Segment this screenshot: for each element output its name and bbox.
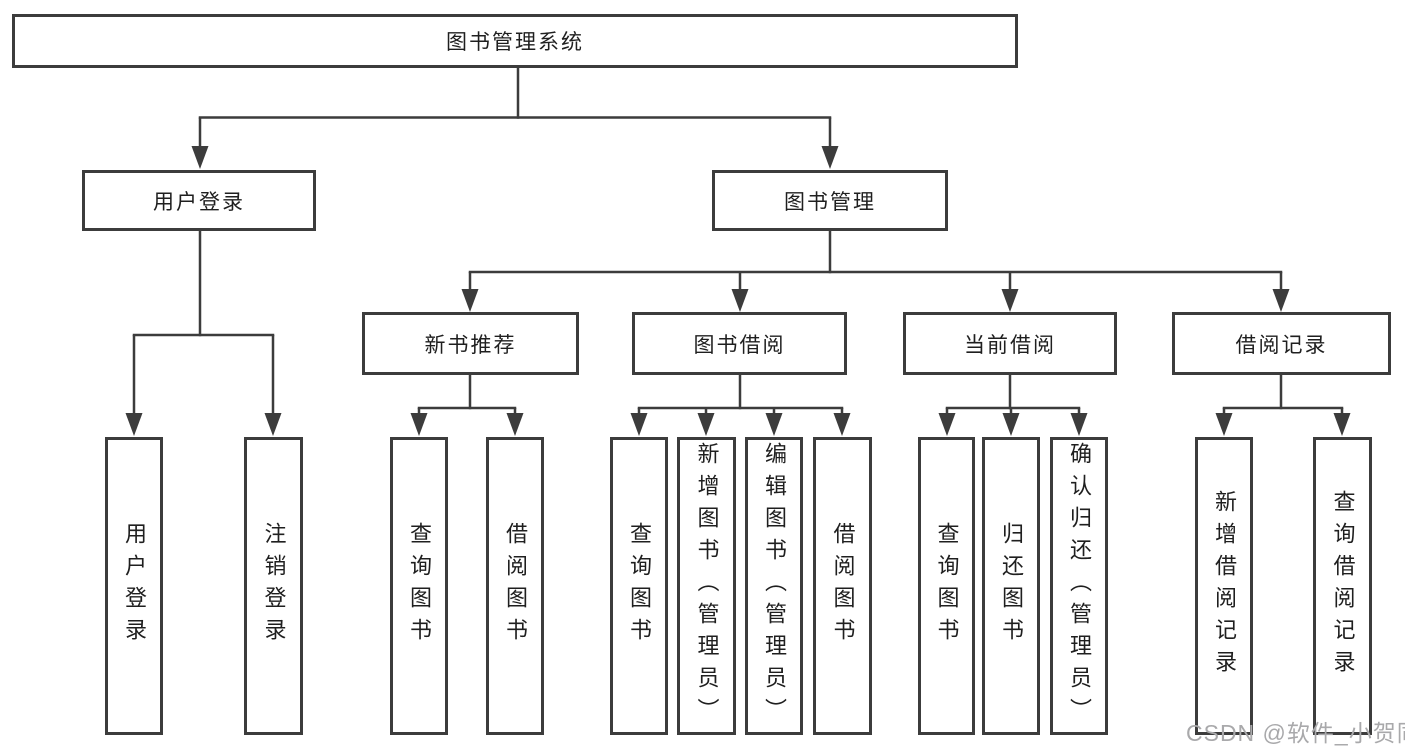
leaf-borrow-query-book: 查询图书 — [610, 437, 668, 735]
leaf-current-query-book-label: 查询图书 — [934, 522, 960, 650]
leaf-edit-book-admin: 编辑图书（管理员） — [745, 437, 803, 735]
node-book-management: 图书管理 — [712, 170, 948, 231]
node-borrow-records: 借阅记录 — [1172, 312, 1391, 375]
leaf-add-borrow-record: 新增借阅记录 — [1195, 437, 1253, 735]
leaf-recommend-borrow-book: 借阅图书 — [486, 437, 544, 735]
node-root-system: 图书管理系统 — [12, 14, 1018, 68]
node-current-borrow: 当前借阅 — [903, 312, 1117, 375]
node-new-book-recommend: 新书推荐 — [362, 312, 579, 375]
leaf-add-borrow-record-label: 新增借阅记录 — [1212, 490, 1237, 682]
leaf-user-login: 用户登录 — [105, 437, 163, 735]
leaf-return-book: 归还图书 — [982, 437, 1040, 735]
node-book-borrow: 图书借阅 — [632, 312, 847, 375]
leaf-borrow-borrow-book-label: 借阅图书 — [830, 522, 856, 650]
leaf-recommend-query-book: 查询图书 — [390, 437, 448, 735]
leaf-query-borrow-record-label: 查询借阅记录 — [1330, 490, 1356, 682]
leaf-recommend-borrow-book-label: 借阅图书 — [503, 522, 528, 650]
leaf-borrow-borrow-book: 借阅图书 — [813, 437, 872, 735]
leaf-recommend-query-book-label: 查询图书 — [407, 522, 432, 650]
leaf-confirm-return-admin-label: 确认归还（管理员） — [1067, 442, 1092, 730]
leaf-query-borrow-record: 查询借阅记录 — [1313, 437, 1372, 735]
leaf-user-login-label: 用户登录 — [122, 522, 147, 650]
leaf-edit-book-admin-label: 编辑图书（管理员） — [762, 442, 787, 730]
leaf-logout-login: 注销登录 — [244, 437, 303, 735]
leaf-return-book-label: 归还图书 — [999, 522, 1024, 650]
leaf-logout-login-label: 注销登录 — [261, 522, 287, 650]
node-user-login: 用户登录 — [82, 170, 316, 231]
leaf-borrow-query-book-label: 查询图书 — [627, 522, 652, 650]
csdn-watermark: CSDN @软件_小贺同学 — [1186, 720, 1405, 746]
leaf-add-book-admin: 新增图书（管理员） — [677, 437, 736, 735]
leaf-add-book-admin-label: 新增图书（管理员） — [694, 442, 720, 730]
leaf-confirm-return-admin: 确认归还（管理员） — [1050, 437, 1108, 735]
leaf-current-query-book: 查询图书 — [918, 437, 975, 735]
